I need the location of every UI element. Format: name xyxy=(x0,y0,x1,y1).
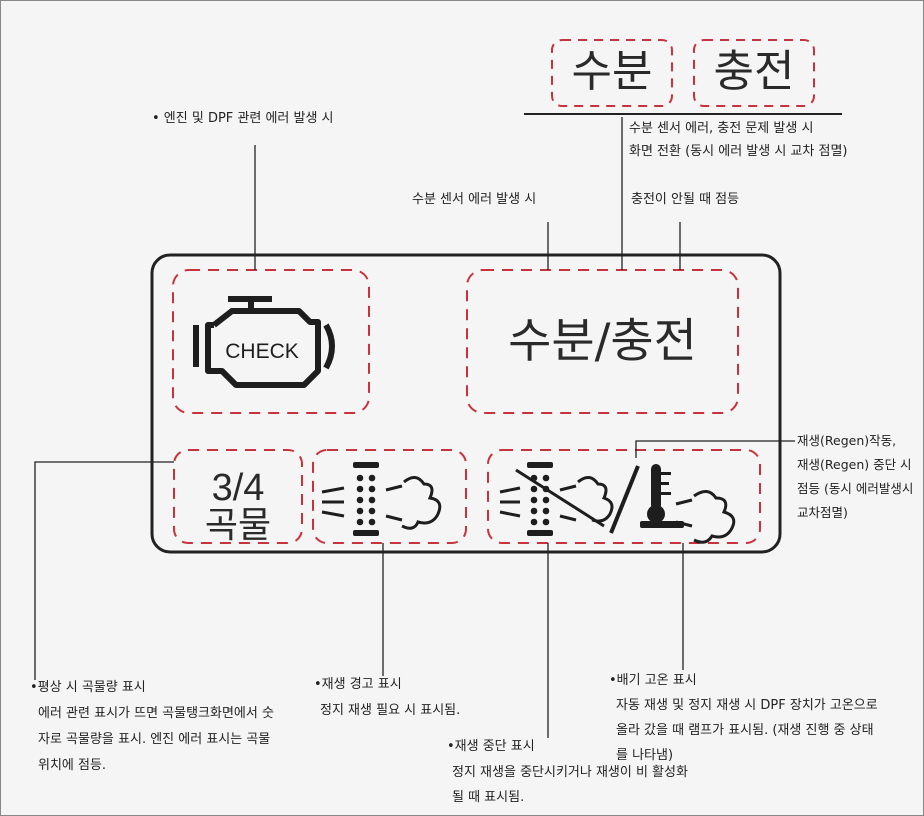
header-moisture-label: 수분 xyxy=(571,46,653,97)
charge-error-callout: 충전이 안될 때 점등 xyxy=(631,192,740,207)
check-box xyxy=(172,269,370,414)
exhaust-callout-desc1: 자동 재생 및 정지 재생 시 DPF 장치가 고온으로 xyxy=(616,698,878,713)
regen-stop-callout-title: •재생 중단 표시 xyxy=(447,739,535,754)
regen-warning-box xyxy=(312,449,467,544)
regen-callout-line2: 재생(Regen) 중단 시 xyxy=(797,457,912,472)
exhaust-temp-icon xyxy=(640,464,736,544)
regen-callout-line4: 교차점멸) xyxy=(797,505,848,520)
grain-fraction: 3/4 xyxy=(211,467,265,509)
regen-callout-line1: 재생(Regen)작동, xyxy=(797,433,897,448)
engine-error-callout: • 엔진 및 DPF 관련 에러 발생 시 xyxy=(152,111,334,126)
grain-callout-desc1: 에러 관련 표시가 뜨면 곡물탱크화면에서 숫 xyxy=(38,706,274,721)
regen-callout-line3: 점등 (동시 에러발생시 xyxy=(797,481,914,496)
regen-warning-callout-title: •재생 경고 표시 xyxy=(314,677,402,692)
header-charge-label: 충전 xyxy=(713,46,795,97)
grain-callout-title: •평상 시 곡물량 표시 xyxy=(30,680,146,695)
grain-callout-desc2: 자로 곡물량을 표시. 엔진 에러 표시는 곡물 xyxy=(38,732,271,747)
regen-stop-icon xyxy=(499,462,614,536)
regen-warning-icon xyxy=(321,462,442,536)
moisture-charge-box xyxy=(466,269,739,414)
moisture-error-callout: 수분 센서 에러 발생 시 xyxy=(412,192,537,207)
check-engine-icon xyxy=(193,296,335,388)
exhaust-callout-desc3: 를 나타냄) xyxy=(616,748,674,763)
grain-word: 곡물 xyxy=(204,505,272,546)
exhaust-callout-desc2: 올라 갔을 때 램프가 표시됨. (재생 진행 중 상태 xyxy=(616,723,874,738)
header-caption-line1: 수분 센서 에러, 충전 문제 발생 시 xyxy=(629,121,814,136)
grain-callout-desc3: 위치에 점등. xyxy=(38,758,107,773)
header-charge-box xyxy=(693,39,815,107)
moisture-charge-label: 수분/충전 xyxy=(508,314,697,369)
leader-lines xyxy=(34,117,795,738)
regen-stop-callout-desc1: 정지 재생을 중단시키거나 재생이 비 활성화 xyxy=(452,765,688,780)
panel-frame xyxy=(150,253,782,554)
regen-warning-callout-desc: 정지 재생 필요 시 표시됨. xyxy=(320,703,461,718)
regen-stop-callout-desc2: 될 때 표시됨. xyxy=(452,790,525,805)
exhaust-callout-title: •배기 고온 표시 xyxy=(609,673,697,688)
header-moisture-box xyxy=(551,39,673,107)
check-label: CHECK xyxy=(225,340,299,363)
grain-box xyxy=(173,449,303,544)
icon-separator xyxy=(609,465,640,534)
header-caption-line2: 화면 전환 (동시 에러 발생 시 교차 점멸) xyxy=(629,144,848,159)
regen-stop-exhaust-box xyxy=(487,449,761,544)
